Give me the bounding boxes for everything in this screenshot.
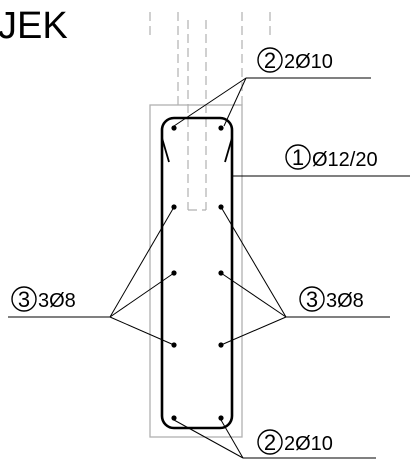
rebar-top-right	[218, 125, 224, 131]
svg-text:3Ø8: 3Ø8	[38, 290, 76, 312]
svg-text:3: 3	[18, 287, 30, 312]
svg-text:2: 2	[264, 430, 276, 455]
concrete-outline	[149, 104, 243, 438]
svg-text:Ø12/20: Ø12/20	[312, 149, 378, 171]
svg-text:3Ø8: 3Ø8	[326, 290, 364, 312]
rebar-bottom-right	[218, 415, 224, 421]
stirrup	[160, 116, 234, 430]
svg-text:2: 2	[264, 48, 276, 73]
rebar-top-left	[171, 125, 177, 131]
leader-lines	[8, 77, 410, 459]
drawing-title: JEK	[0, 5, 68, 47]
label-top-2fi10: 2 2Ø10	[257, 47, 333, 73]
label-right-3fi8: 3 3Ø8	[299, 286, 364, 312]
svg-text:1: 1	[292, 145, 304, 170]
svg-text:2Ø10: 2Ø10	[284, 51, 333, 73]
svg-text:2Ø10: 2Ø10	[284, 433, 333, 455]
label-left-3fi8: 3 3Ø8	[11, 286, 76, 312]
svg-text:3: 3	[306, 287, 318, 312]
label-bottom-2fi10: 2 2Ø10	[257, 429, 333, 455]
rebar-points	[171, 125, 224, 421]
label-stirrup: 1 Ø12/20	[285, 144, 378, 171]
rebar-bottom-left	[171, 415, 177, 421]
upper-column-outline	[149, 12, 271, 211]
stirrup-hook-right	[224, 137, 233, 163]
stirrup-hook-left	[161, 137, 170, 163]
